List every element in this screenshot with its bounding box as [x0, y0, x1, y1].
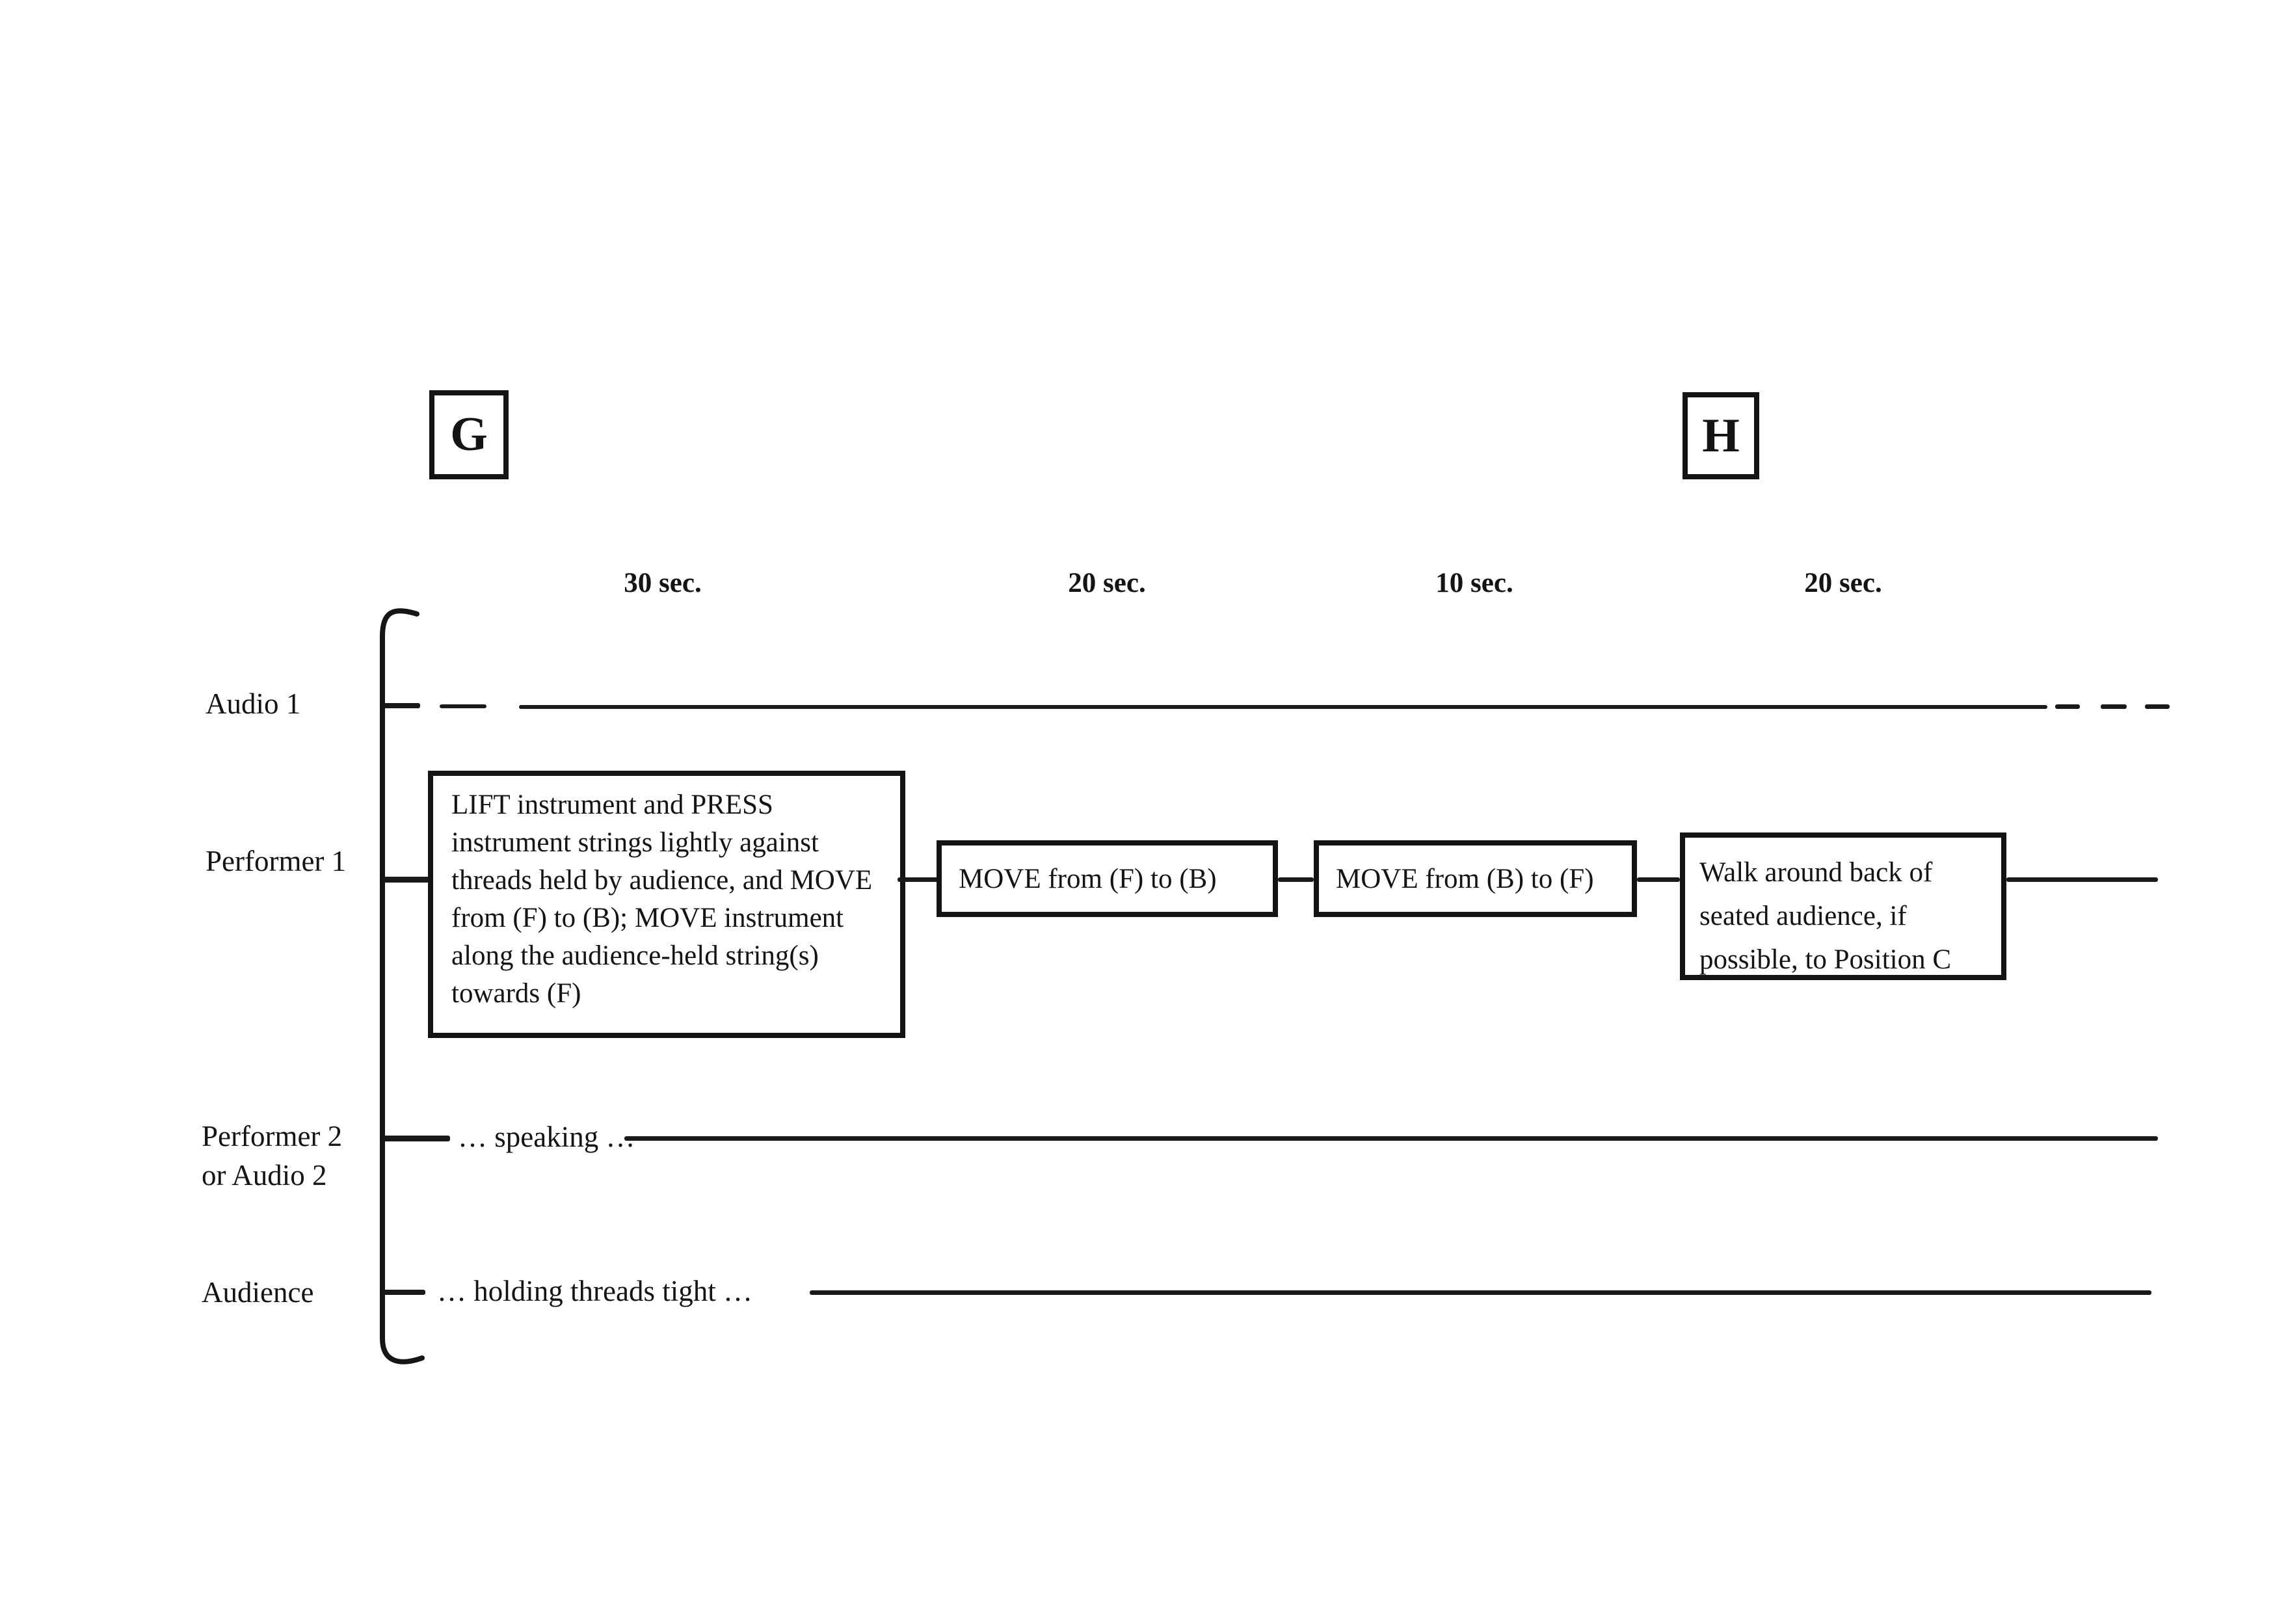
- performer2-line-tick: [382, 1136, 450, 1141]
- performer1-line-tick: [382, 877, 431, 883]
- audio1-line-solid: [519, 705, 2047, 709]
- row-label-performer2-line2: or Audio 2: [202, 1159, 327, 1191]
- time-label-10sec: 10 sec.: [1435, 568, 1513, 598]
- audience-annotation-holding-threads: … holding threads tight …: [437, 1275, 752, 1307]
- performer2-annotation-speaking: … speaking …: [458, 1121, 635, 1153]
- audio1-line-tick: [382, 703, 420, 708]
- performer2-line-long: [624, 1136, 2158, 1141]
- rehearsal-mark-h: H: [1702, 408, 1740, 462]
- audience-line-tick: [382, 1290, 425, 1295]
- row-label-audio1: Audio 1: [206, 687, 301, 720]
- system-bracket: [380, 608, 425, 1364]
- rehearsal-mark-g-box: G: [429, 390, 509, 479]
- rehearsal-mark-g: G: [450, 408, 488, 461]
- row-label-performer1: Performer 1: [206, 845, 347, 877]
- audio1-line-dash-2: [2101, 704, 2127, 709]
- time-label-30sec: 30 sec.: [624, 568, 702, 598]
- audio1-line-dash-left: [440, 704, 486, 708]
- performer1-line-connector-2: [1278, 877, 1314, 882]
- row-label-performer2: Performer 2 or Audio 2: [202, 1117, 342, 1195]
- audience-line-long: [810, 1290, 2151, 1295]
- instruction-box-move-f-to-b: MOVE from (F) to (B): [937, 840, 1278, 917]
- instruction-box-move-b-to-f: MOVE from (B) to (F): [1314, 840, 1637, 917]
- audio1-line-dash-3: [2145, 704, 2170, 709]
- instruction-box-lift-press: LIFT instrument and PRESS instrument str…: [428, 771, 905, 1038]
- time-label-20sec-2: 20 sec.: [1804, 568, 1882, 598]
- time-label-20sec-1: 20 sec.: [1068, 568, 1146, 598]
- performer1-line-connector-3: [1637, 877, 1680, 882]
- row-label-performer2-line1: Performer 2: [202, 1120, 343, 1152]
- rehearsal-mark-h-box: H: [1683, 392, 1759, 479]
- performer1-line-connector-1: [898, 877, 938, 882]
- performer1-line-tail: [2006, 877, 2158, 882]
- audio1-line-dash-1: [2055, 704, 2080, 709]
- instruction-box-walk-around: Walk around back of seated audience, if …: [1680, 832, 2006, 980]
- row-label-audience: Audience: [202, 1276, 314, 1309]
